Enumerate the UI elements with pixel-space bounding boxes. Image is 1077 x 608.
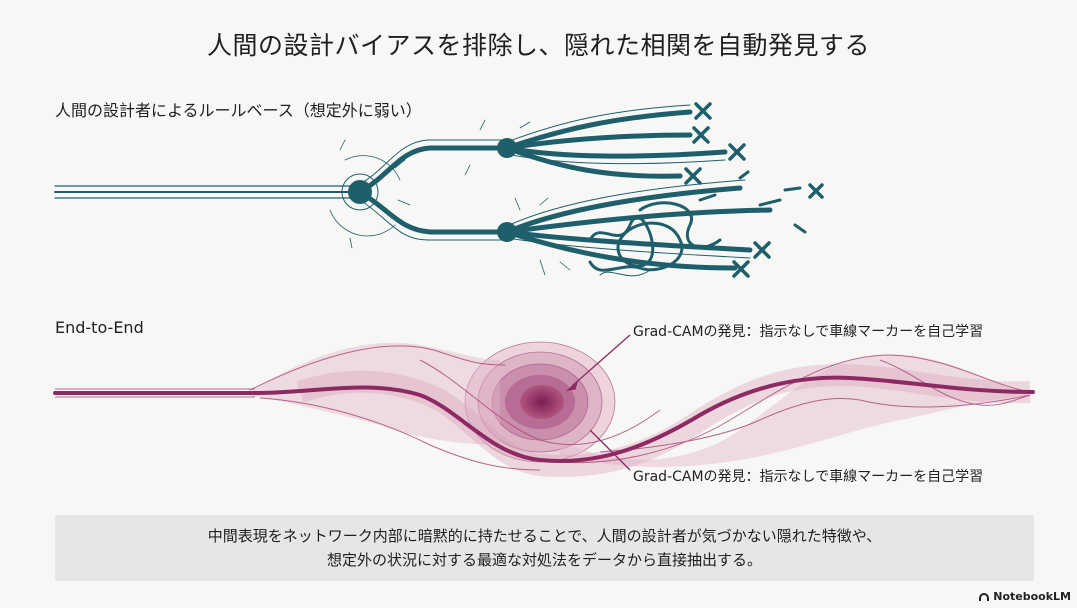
x-icon <box>694 102 712 120</box>
rule-based-label: 人間の設計者によるルールベース（想定外に弱い） <box>55 101 422 120</box>
summary-line-1: 中間表現をネットワーク内部に暗黙的に持たせることで、人間の設計者が気づかない隠れ… <box>207 527 882 545</box>
attention-hotspot <box>520 385 564 419</box>
main-trajectory <box>53 375 1035 463</box>
failure-markers <box>684 102 824 278</box>
x-icon <box>692 126 710 144</box>
page-title: 人間の設計バイアスを排除し、隠れた相関を自動発見する <box>206 31 870 60</box>
summary-box: 中間表現をネットワーク内部に暗黙的に持たせることで、人間の設計者が気づかない隠れ… <box>55 515 1034 581</box>
gradcam-annotation-bottom: Grad-CAMの発見：指示なしで車線マーカーを自己学習 <box>633 469 984 485</box>
x-icon <box>808 183 824 199</box>
x-icon <box>684 167 702 185</box>
notebooklm-logo-icon <box>979 592 990 601</box>
x-icon <box>728 143 746 161</box>
gradcam-annotation-top: Grad-CAMの発見：指示なしで車線マーカーを自己学習 <box>633 324 984 340</box>
end-to-end-flow <box>53 334 1035 477</box>
x-icon <box>732 260 750 278</box>
x-icon <box>753 241 771 259</box>
summary-line-2: 想定外の状況に対する最適な対処法をデータから直接抽出する。 <box>326 551 762 569</box>
annotation-arrows <box>565 334 631 471</box>
badge-label: NotebookLM <box>993 590 1071 603</box>
notebooklm-badge: NotebookLM <box>979 590 1071 603</box>
end-to-end-label: End-to-End <box>55 318 144 337</box>
rule-based-tree <box>54 104 807 277</box>
